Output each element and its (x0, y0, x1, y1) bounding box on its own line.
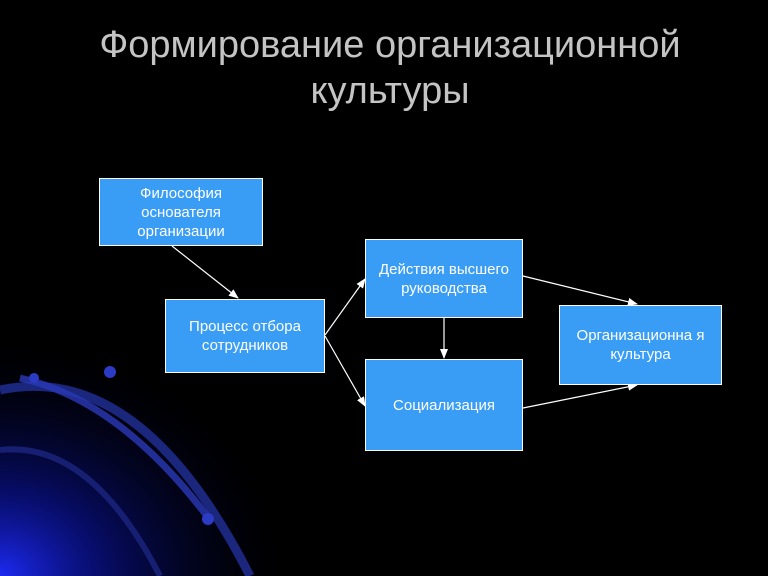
node-organizational-culture: Организационна я культура (559, 305, 722, 385)
arrow-socialization-to-culture (522, 382, 638, 409)
arc-dot-2 (29, 373, 39, 383)
arc-dot-1 (104, 366, 116, 378)
arc-dot-3 (202, 513, 214, 525)
arrow-management-to-culture (522, 275, 638, 306)
arrow-selection-to-socialization (324, 335, 366, 407)
arc-3 (0, 446, 163, 576)
arc-1 (0, 381, 255, 576)
slide-title: Формирование организационной культуры (99, 24, 681, 112)
arrow-selection-to-management (324, 278, 366, 336)
node-founder-philosophy: Философия основателя организации (99, 178, 263, 246)
node-socialization: Социализация (365, 359, 523, 451)
node-selection-process: Процесс отбора сотрудников (165, 299, 325, 373)
arc-2 (19, 374, 213, 523)
arrow-philosophy-to-selection (171, 245, 239, 299)
node-management-actions: Действия высшего руководства (365, 239, 523, 318)
